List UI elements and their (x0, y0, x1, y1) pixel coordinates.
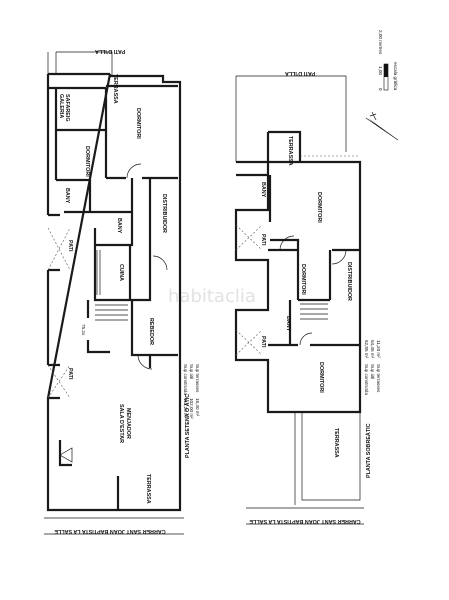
right-surface-label-1: Sup construïda (364, 364, 369, 395)
left-surface-value-2: 102,00 m² (189, 398, 194, 419)
scale-tick-1: 1,00 (378, 66, 383, 75)
left-terrassa-bottom: TERRASSA (145, 474, 151, 504)
right-surface-value-3: 11,20 m² (376, 340, 381, 358)
right-surface-label-3: Sup terrasses (376, 364, 381, 393)
left-surface-label-2: Sup útil (189, 364, 194, 379)
right-distribuidor: DISTRIBUIDOR (346, 262, 352, 301)
right-dormitori-2: DORMITORI (300, 264, 306, 295)
left-cuina: CUINA (118, 264, 124, 281)
left-dimension: 75.2x (81, 324, 86, 336)
left-bany-1: BANY (64, 188, 70, 204)
right-terrassa-bottom: TERRASSA (333, 428, 339, 458)
right-plan-title: PLANTA SOBREÀTIC (365, 423, 372, 478)
left-terrassa-top: TERRASSA (112, 74, 118, 104)
left-plan-title: PLANTA SETENA O ÀTIC (184, 394, 191, 458)
right-dormitori-1: DORMITORI (316, 192, 322, 223)
right-surface-value-2: 54,45 m² (370, 340, 375, 359)
watermark: habitaclia (168, 286, 256, 307)
right-street-label: CARRER SANT JOAN BAPTISTA LA SALLE (249, 518, 361, 524)
left-street-label: CARRER SANT JOAN BAPTISTA LA SALLE (54, 528, 166, 534)
left-dormitori-2: DORMITORI (84, 146, 90, 177)
right-surfaces: Sup construïda 62,85 m² Sup útil 54,45 m… (364, 340, 381, 395)
left-pati-1: PATI (67, 240, 73, 252)
left-surfaces: Sup construïda 113,20 m² Sup útil 102,00… (183, 364, 200, 419)
right-bany-2: BANY (285, 316, 291, 332)
right-floor-plan (234, 75, 364, 525)
left-rebedor: REBEDOR (148, 318, 154, 345)
left-floor-plan (44, 51, 184, 535)
left-distribuidor: DISTRIBUIDOR (161, 194, 167, 233)
left-dormitori-1: DORMITORI (135, 108, 141, 139)
left-surface-label-1: Sup construïda (183, 364, 188, 395)
left-menjador: MENJADOR (125, 408, 131, 439)
scale-bar-fill (384, 64, 388, 77)
north-arrow-icon (365, 111, 399, 141)
right-pati-1: PATI (260, 234, 266, 246)
scale-tick-0: 0 (378, 88, 383, 91)
right-bany-1: BANY (260, 182, 266, 198)
graphic-scale: 2,00 metres 1,00 0 escala gràfica (378, 30, 398, 91)
left-sala: SALA D'ESTAR (118, 404, 124, 443)
right-surface-label-2: Sup útil (370, 364, 375, 379)
left-patio-label: PATI D'ILLA (95, 48, 125, 54)
left-surface-value-1: 113,20 m² (183, 398, 188, 419)
left-surface-value-3: 18,40 m² (195, 398, 200, 417)
right-dormitori-3: DORMITORI (318, 362, 324, 393)
right-surface-value-1: 62,85 m² (364, 340, 369, 359)
scale-title: escala gràfica (393, 62, 398, 91)
right-patio-label: PATI D'ILLA (285, 70, 315, 76)
right-pati-2: PATI (260, 336, 266, 348)
left-surface-label-3: Sup terrasses (195, 364, 200, 393)
left-pati-2: PATI (67, 368, 73, 380)
left-galeria: GALERIA (58, 94, 64, 118)
left-safareig: SAFAREIG (64, 94, 70, 122)
right-terrassa-top: TERRASSA (287, 136, 293, 166)
scale-max-label: 2,00 metres (378, 30, 383, 55)
left-bany-2: BANY (116, 218, 122, 234)
